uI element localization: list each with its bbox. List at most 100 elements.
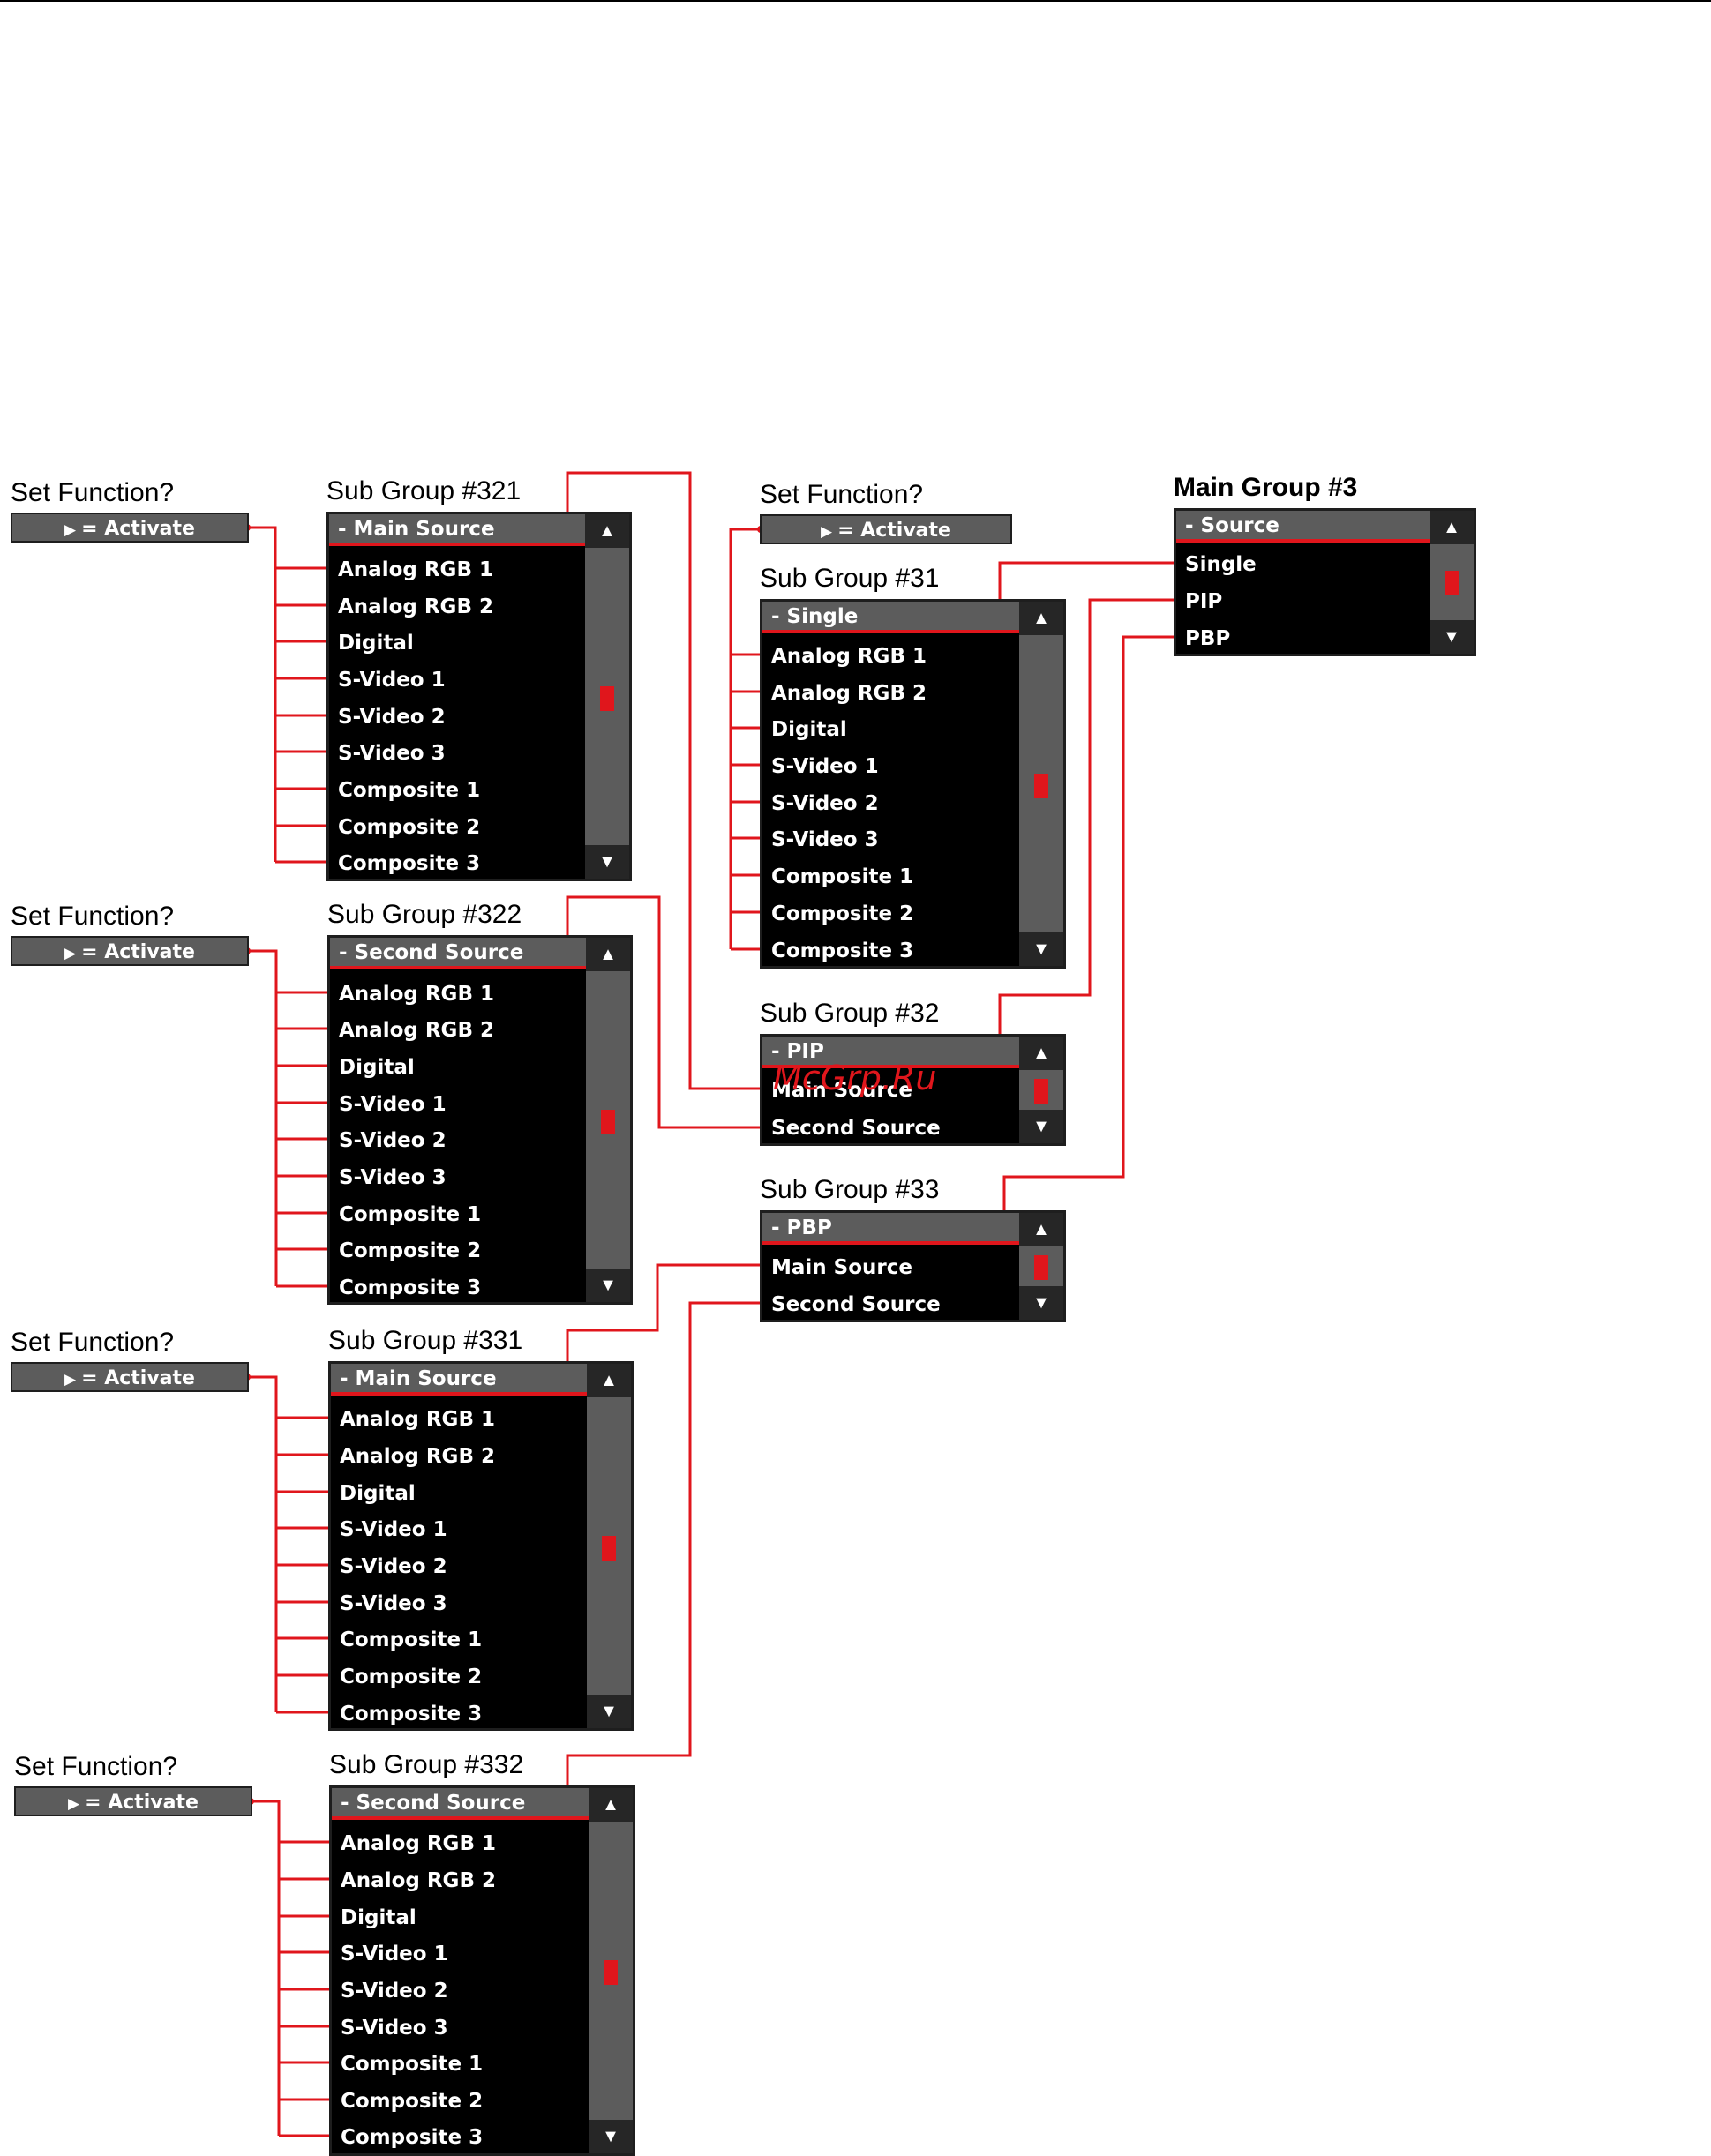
list-item[interactable]: Single [1185,553,1257,576]
list-item[interactable]: Digital [339,1056,415,1079]
scroll-thumb[interactable] [1034,1255,1048,1280]
list-item[interactable]: Digital [340,1482,416,1505]
list-item[interactable]: Digital [341,1906,416,1929]
list-item[interactable]: Analog RGB 1 [339,983,494,1006]
list-item[interactable]: Composite 3 [341,2126,484,2149]
list-item[interactable]: Analog RGB 2 [339,1019,494,1042]
list-item[interactable]: Composite 3 [339,1276,482,1299]
list-item[interactable]: Composite 2 [341,2090,484,2113]
scroll-up-icon[interactable]: ▲ [587,1364,631,1397]
activate-button-31[interactable]: ▶= Activate [760,514,1012,544]
scrollbar[interactable]: ▲ ▼ [586,938,630,1302]
scroll-thumb[interactable] [1445,571,1459,595]
list-item[interactable]: Composite 1 [339,1203,482,1226]
list-item[interactable]: Composite 1 [341,2053,484,2076]
list-item[interactable]: S-Video 3 [338,742,446,765]
list-item[interactable]: Analog RGB 2 [340,1445,495,1468]
list-item[interactable]: S-Video 3 [339,1166,447,1189]
scroll-up-icon[interactable]: ▲ [1019,1213,1063,1246]
list-item[interactable]: Main Source [771,1079,912,1102]
list-item[interactable]: S-Video 1 [340,1518,447,1541]
list-item[interactable]: S-Video 3 [340,1592,447,1615]
list-item[interactable]: Composite 1 [338,779,481,802]
list-item[interactable]: Second Source [771,1293,941,1316]
menu-header-31[interactable]: - Single [762,602,1021,633]
list-item[interactable]: Composite 3 [338,852,481,875]
scroll-down-icon[interactable]: ▼ [1430,620,1474,654]
list-item[interactable]: Composite 1 [771,865,914,888]
activate-button-321[interactable]: ▶= Activate [11,513,249,543]
list-item[interactable]: PIP [1185,590,1223,613]
scrollbar[interactable]: ▲ ▼ [589,1788,633,2153]
scroll-up-icon[interactable]: ▲ [585,514,629,548]
scroll-thumb[interactable] [1034,1079,1048,1104]
list-item[interactable]: S-Video 2 [341,1980,448,2003]
list-item[interactable]: Composite 3 [340,1703,483,1726]
list-item[interactable]: Analog RGB 2 [771,682,927,705]
scroll-up-icon[interactable]: ▲ [589,1788,633,1822]
scroll-down-icon[interactable]: ▼ [1019,1110,1063,1143]
scrollbar[interactable]: ▲ ▼ [1019,602,1063,966]
menu-header-331[interactable]: - Main Source [331,1364,589,1396]
scroll-thumb[interactable] [604,1960,618,1985]
scroll-thumb[interactable] [1034,774,1048,798]
list-item[interactable]: S-Video 1 [339,1093,447,1116]
list-item[interactable]: Digital [771,718,847,741]
menu-header-3[interactable]: - Source [1176,511,1431,543]
list-item[interactable]: Composite 2 [771,902,914,925]
list-item[interactable]: S-Video 2 [340,1555,447,1578]
activate-button-331[interactable]: ▶= Activate [11,1362,249,1392]
menu-header-32[interactable]: - PIP [762,1037,1021,1068]
list-item[interactable]: Analog RGB 1 [341,1832,496,1855]
menu-31: - Single Analog RGB 1 Analog RGB 2 Digit… [760,599,1066,969]
list-item[interactable]: Composite 2 [340,1666,483,1688]
list-item[interactable]: S-Video 1 [341,1943,448,1965]
list-item[interactable]: Composite 3 [771,940,914,962]
list-item[interactable]: Composite 1 [340,1628,483,1651]
list-item[interactable]: S-Video 2 [338,706,446,729]
list-item[interactable]: Analog RGB 2 [338,595,493,618]
scroll-down-icon[interactable]: ▼ [1019,1286,1063,1320]
list-item[interactable]: Analog RGB 2 [341,1869,496,1892]
list-item[interactable]: Analog RGB 1 [771,645,927,668]
list-item[interactable]: Second Source [771,1117,941,1140]
menu-header-332[interactable]: - Second Source [332,1788,590,1820]
list-item[interactable]: S-Video 3 [771,828,879,851]
list-item[interactable]: Analog RGB 1 [338,558,493,581]
scroll-down-icon[interactable]: ▼ [586,1269,630,1302]
list-item[interactable]: Digital [338,632,414,655]
scroll-down-icon[interactable]: ▼ [1019,932,1063,966]
list-item[interactable]: S-Video 1 [771,755,879,778]
bus-332 [251,1800,334,2137]
list-item[interactable]: Analog RGB 1 [340,1408,495,1431]
activate-button-322[interactable]: ▶= Activate [11,936,249,966]
scroll-up-icon[interactable]: ▲ [1430,511,1474,544]
scroll-thumb[interactable] [602,1536,616,1561]
menu-header-321[interactable]: - Main Source [329,514,587,546]
menu-header-322[interactable]: - Second Source [330,938,588,969]
scrollbar[interactable]: ▲ ▼ [1019,1213,1063,1320]
list-item[interactable]: S-Video 2 [771,792,879,815]
activate-label: = Activate [85,1792,199,1814]
list-item[interactable]: S-Video 1 [338,669,446,692]
list-item[interactable]: Main Source [771,1256,912,1279]
scroll-up-icon[interactable]: ▲ [586,938,630,971]
activate-button-332[interactable]: ▶= Activate [14,1786,252,1816]
scrollbar[interactable]: ▲ ▼ [1019,1037,1063,1143]
list-item[interactable]: PBP [1185,627,1231,650]
list-item[interactable]: Composite 2 [338,816,481,839]
scroll-thumb[interactable] [600,686,614,711]
list-item[interactable]: S-Video 2 [339,1129,447,1152]
list-item[interactable]: S-Video 3 [341,2017,448,2040]
scrollbar[interactable]: ▲ ▼ [1430,511,1474,654]
scroll-up-icon[interactable]: ▲ [1019,602,1063,635]
menu-header-33[interactable]: - PBP [762,1213,1021,1245]
scroll-up-icon[interactable]: ▲ [1019,1037,1063,1070]
scrollbar[interactable]: ▲ ▼ [585,514,629,879]
scroll-down-icon[interactable]: ▼ [589,2120,633,2153]
list-item[interactable]: Composite 2 [339,1239,482,1262]
scrollbar[interactable]: ▲ ▼ [587,1364,631,1728]
scroll-down-icon[interactable]: ▼ [587,1695,631,1728]
scroll-down-icon[interactable]: ▼ [585,845,629,879]
scroll-thumb[interactable] [601,1110,615,1134]
